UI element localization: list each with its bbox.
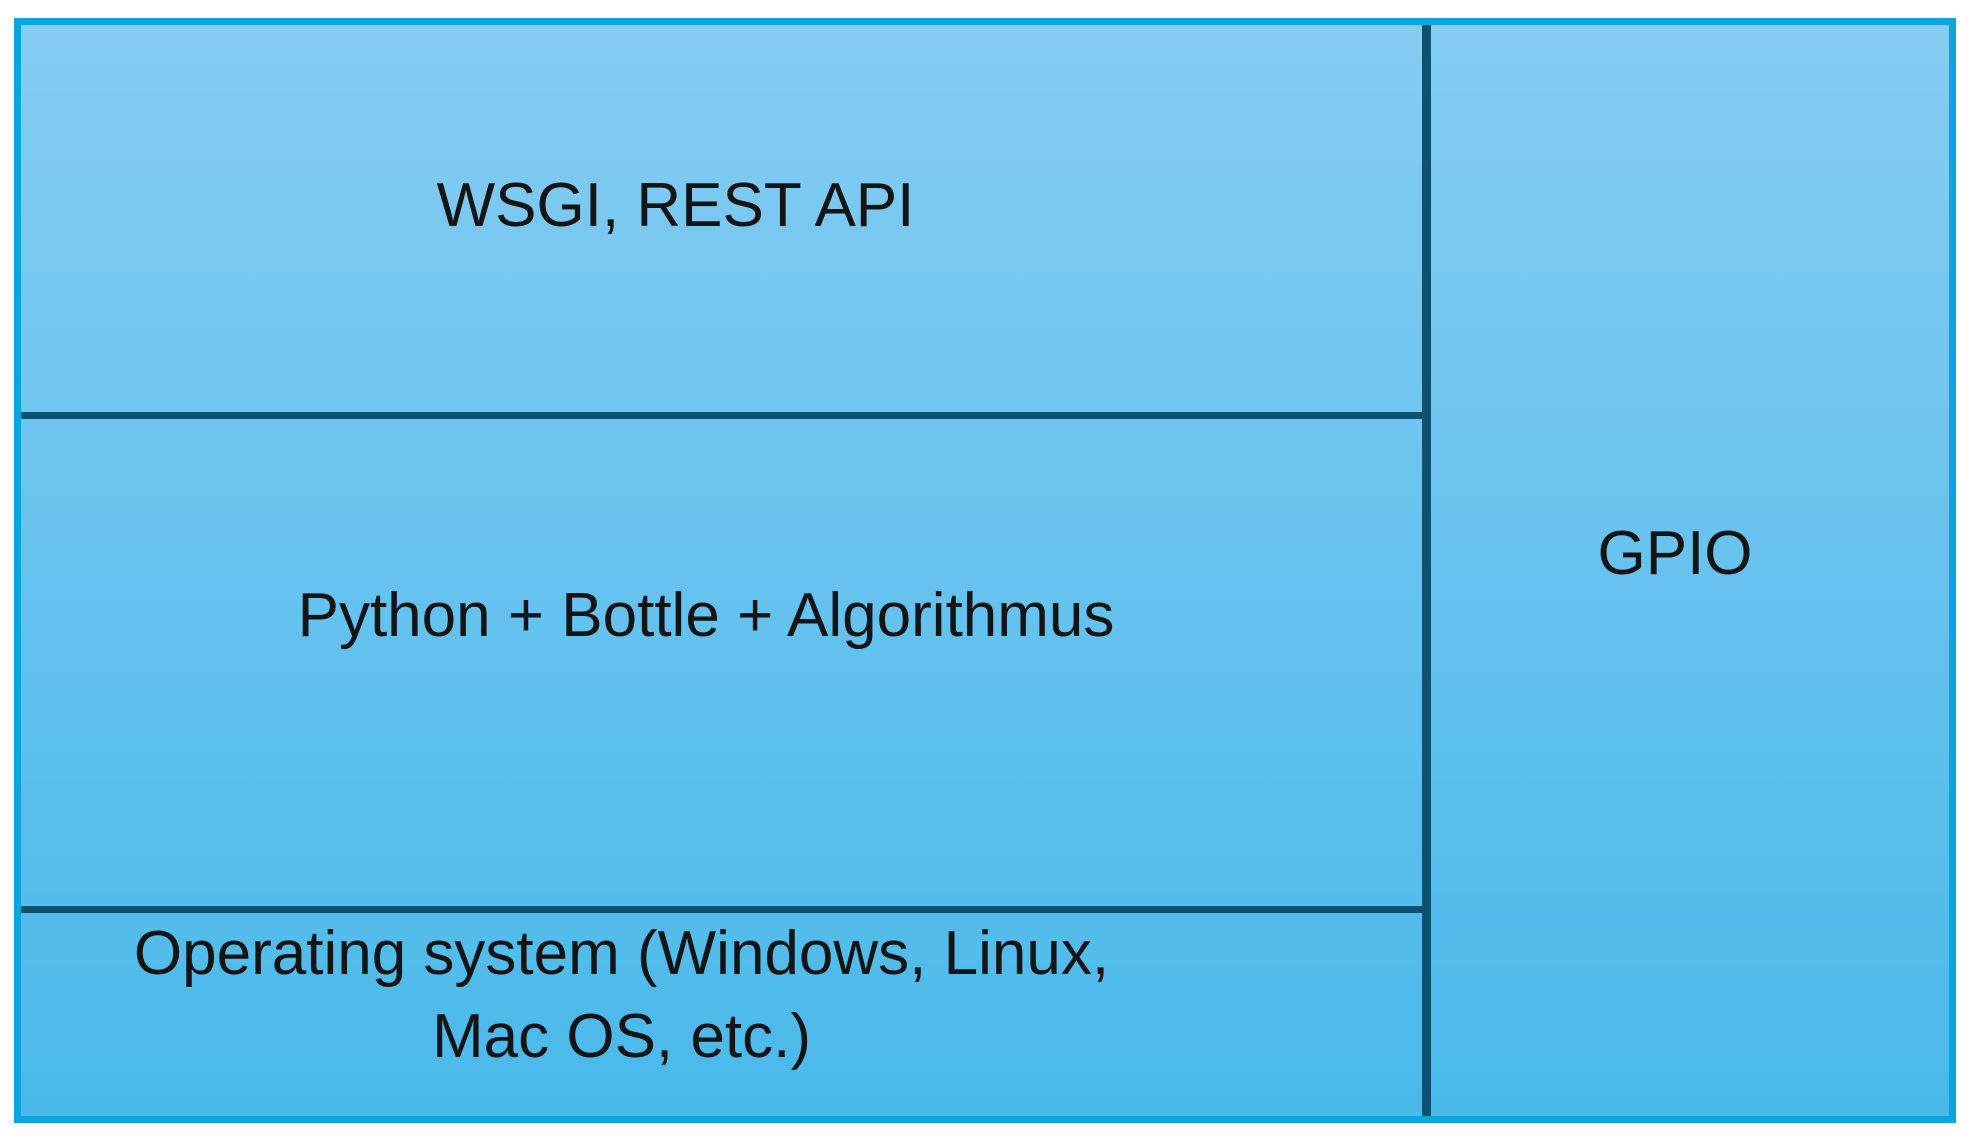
horizontal-divider-bottom xyxy=(21,906,1422,914)
architecture-diagram-outer-box: WSGI, REST API Python + Bottle + Algorit… xyxy=(14,18,1956,1123)
wsgi-rest-api-label: WSGI, REST API xyxy=(436,171,915,241)
python-bottle-algorithmus-label: Python + Bottle + Algorithmus xyxy=(297,581,1115,651)
gpio-box: GPIO xyxy=(1431,25,1949,1116)
operating-system-label-line2: Mac OS, etc.) xyxy=(432,1001,811,1071)
stack-box-operating-system: Operating system (Windows, Linux, Mac OS… xyxy=(21,913,1422,1116)
operating-system-label: Operating system (Windows, Linux, Mac OS… xyxy=(134,913,1109,1078)
horizontal-divider-top xyxy=(21,412,1422,420)
operating-system-label-line1: Operating system (Windows, Linux, xyxy=(133,919,1110,989)
gpio-label: GPIO xyxy=(1597,519,1753,589)
vertical-divider xyxy=(1422,25,1431,1116)
stack-box-python-bottle-algorithmus: Python + Bottle + Algorithmus xyxy=(21,419,1422,906)
stack-box-wsgi-rest-api: WSGI, REST API xyxy=(21,25,1422,412)
software-stack-column: WSGI, REST API Python + Bottle + Algorit… xyxy=(21,25,1422,1116)
